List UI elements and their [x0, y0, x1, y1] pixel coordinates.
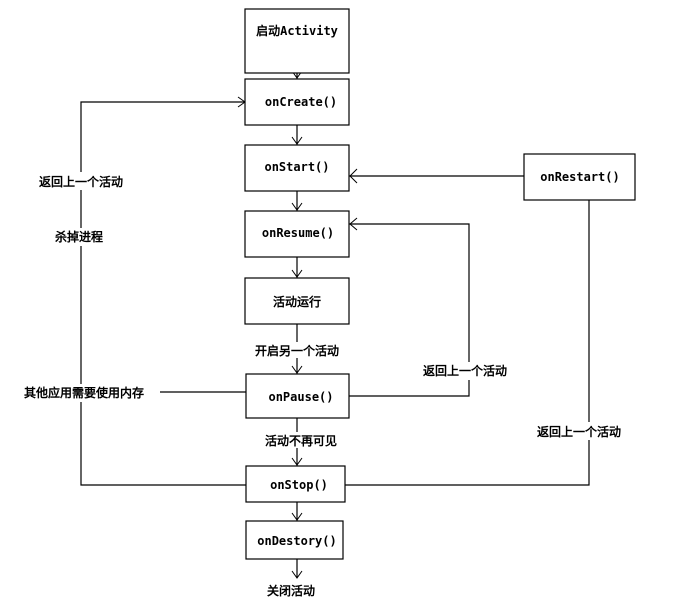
svg-text:onStart(): onStart() — [264, 160, 329, 174]
label-kill-process: 杀掉进程 — [55, 229, 103, 244]
label-memory-needed: 其他应用需要使用内存 — [24, 385, 144, 400]
svg-text:onResume(): onResume() — [262, 226, 334, 240]
node-running: 活动运行 — [244, 277, 350, 325]
arrow-down-icon — [291, 570, 303, 579]
label-close: 关闭活动 — [267, 583, 315, 598]
node-on-restart: onRestart() — [523, 153, 636, 201]
node-on-stop: onStop() — [245, 465, 346, 503]
arrow-down-icon — [291, 457, 303, 466]
arrow-down-icon — [291, 136, 303, 145]
svg-text:启动Activity: 启动Activity — [256, 23, 338, 38]
label-return-pause: 返回上一个活动 — [423, 363, 507, 378]
connectors — [80, 57, 590, 578]
node-on-pause: onPause() — [245, 373, 350, 419]
edge-labels: 开启另一个活动 活动不再可见 关闭活动 返回上一个活动 杀掉进程 其他应用需要使… — [8, 172, 632, 598]
edge-stop-create — [80, 101, 246, 486]
svg-text:onRestart(): onRestart() — [540, 170, 619, 184]
svg-text:onCreate(): onCreate() — [265, 95, 337, 109]
arrow-down-icon — [291, 365, 303, 374]
arrow-down-icon — [291, 512, 303, 521]
arrow-down-icon — [291, 202, 303, 211]
edge-pause-resume — [349, 223, 470, 397]
svg-text:活动运行: 活动运行 — [273, 294, 321, 309]
node-on-start: onStart() — [244, 144, 350, 192]
label-return-restart: 返回上一个活动 — [537, 424, 621, 439]
arrow-left-icon — [349, 168, 358, 184]
node-on-resume: onResume() — [244, 210, 350, 258]
node-on-destroy: onDestory() — [245, 520, 344, 560]
label-not-visible: 活动不再可见 — [265, 433, 337, 448]
arrow-left-icon — [349, 217, 358, 231]
node-on-create: onCreate() — [244, 78, 350, 126]
label-open-another: 开启另一个活动 — [255, 343, 339, 358]
arrow-down-icon — [291, 269, 303, 278]
node-start-activity: 启动Activity — [244, 8, 350, 74]
edge-stop-restart — [345, 200, 590, 486]
label-return-left: 返回上一个活动 — [39, 174, 123, 189]
svg-text:onDestory(): onDestory() — [257, 534, 336, 548]
svg-text:onStop(): onStop() — [270, 478, 328, 492]
svg-text:onPause(): onPause() — [268, 390, 333, 404]
